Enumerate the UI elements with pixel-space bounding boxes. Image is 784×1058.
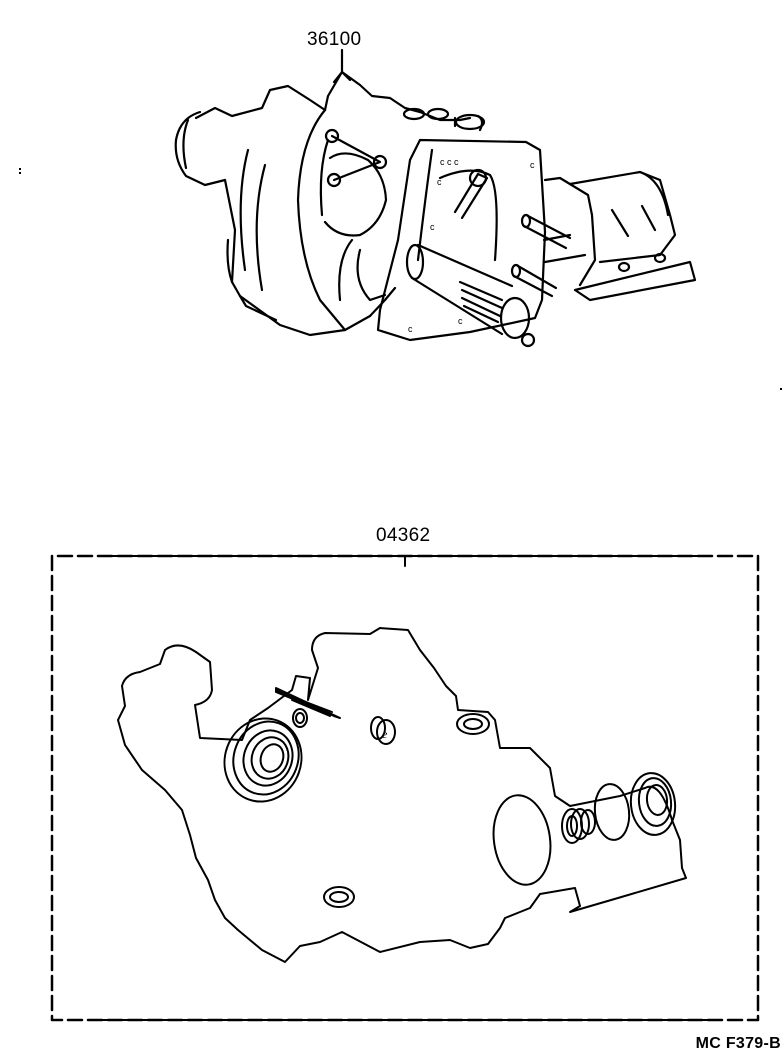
ring-seal-bottom: [323, 886, 355, 908]
case-gasket: [117, 627, 687, 963]
medium-o-ring: [593, 783, 631, 841]
part-number-04362: 04362: [376, 525, 431, 546]
output-shaft: [405, 243, 536, 348]
svg-text:c: c: [430, 222, 435, 232]
studs: [510, 213, 572, 298]
part-number-36100: 36100: [307, 29, 362, 50]
kit-group-box: [50, 554, 760, 1022]
svg-text:c: c: [437, 177, 442, 187]
housing-center: [296, 70, 472, 332]
svg-text:c: c: [458, 316, 463, 326]
wedge-gasket-strip: [275, 687, 341, 719]
housing-left: [174, 84, 372, 337]
oil-seal-right: [629, 772, 677, 836]
figure-code: MC F379-B: [695, 1035, 781, 1052]
svg-text:e: e: [382, 727, 388, 741]
front-flange: c c c c c c c c: [376, 138, 547, 342]
svg-text:c: c: [530, 160, 535, 170]
ring-seal-upper: [456, 713, 490, 735]
top-bosses: [402, 107, 486, 132]
threaded-plug: [561, 808, 596, 844]
side-cover: [542, 170, 697, 302]
svg-text:c c c: c c c: [440, 157, 459, 167]
large-o-ring: [492, 794, 552, 886]
svg-text:c: c: [408, 324, 413, 334]
bushing-plug: e: [370, 716, 396, 745]
small-o-ring: [292, 708, 308, 728]
oil-seal-left: [223, 717, 303, 803]
